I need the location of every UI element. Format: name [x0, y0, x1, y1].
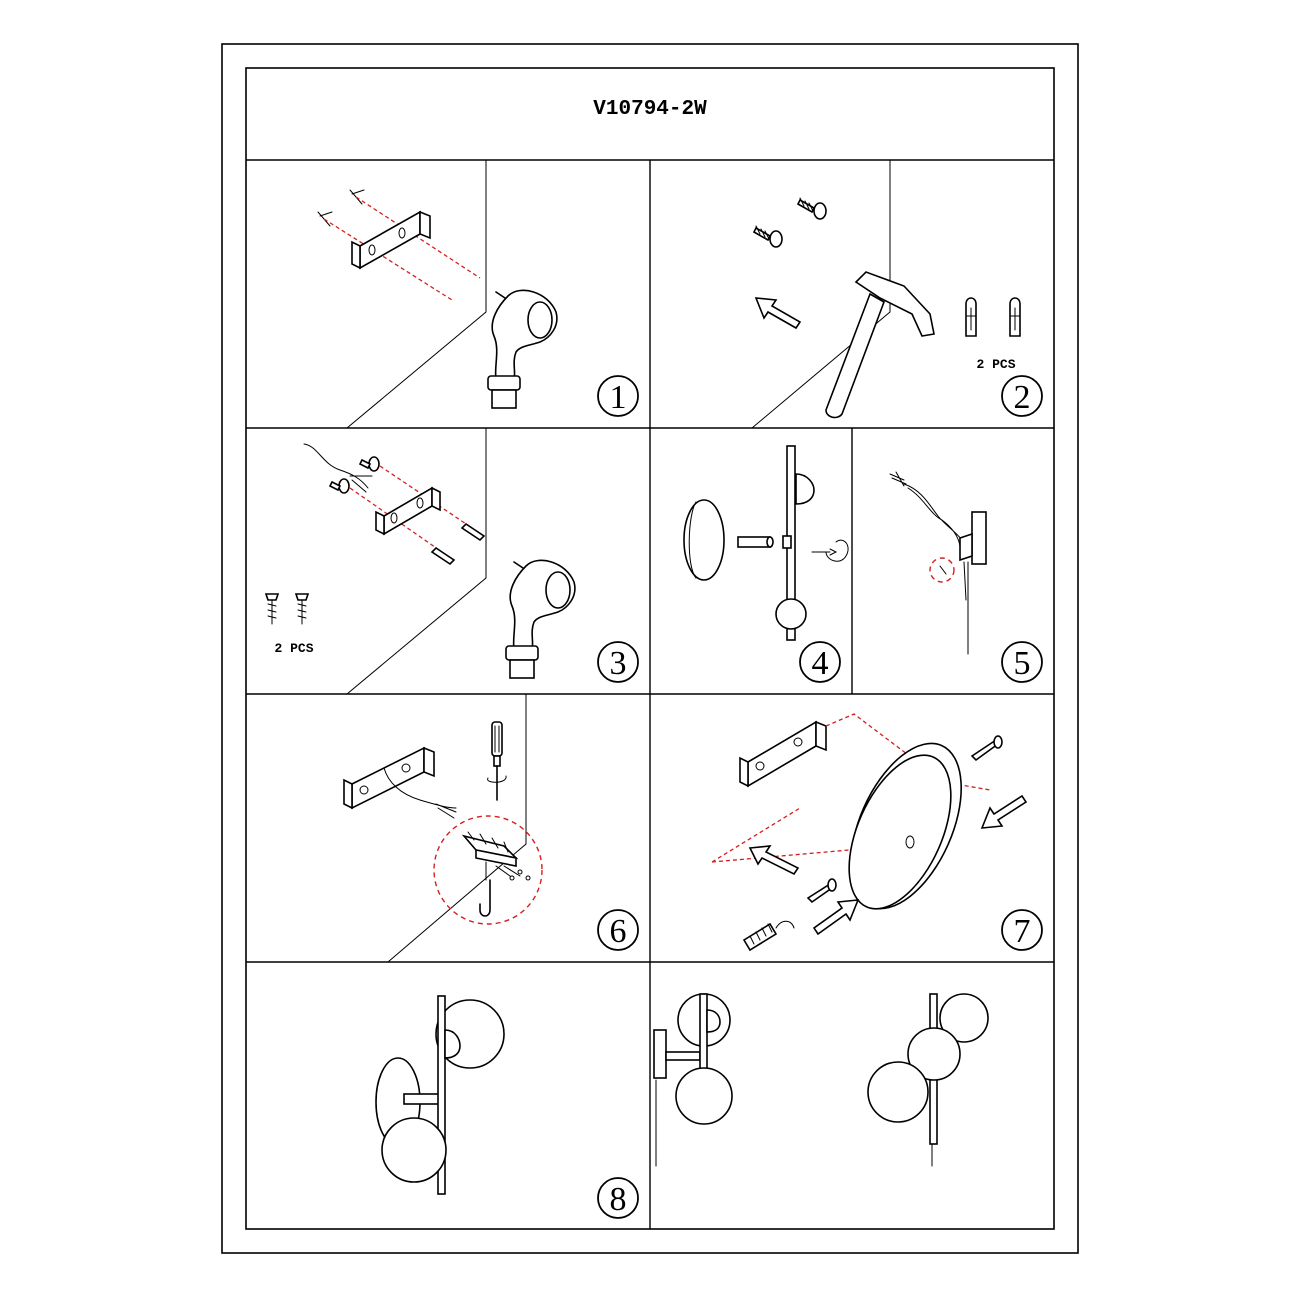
step-number: 8	[610, 1181, 627, 1218]
direction-arrow-icon	[754, 297, 802, 330]
finished-fixture-perspective	[375, 995, 505, 1195]
screw-icon	[752, 225, 783, 248]
step-number: 3	[610, 645, 627, 682]
screw-icon	[328, 478, 350, 494]
step-2-badge: 2	[1001, 375, 1043, 417]
power-wire	[303, 443, 373, 493]
screw-icon	[358, 456, 380, 472]
drill-icon	[487, 289, 558, 409]
step-4-badge: 4	[799, 641, 841, 683]
step-number: 7	[1014, 913, 1031, 950]
direction-arrow-icon	[748, 845, 800, 876]
step-5-badge: 5	[1001, 641, 1043, 683]
wall-plug-icon	[965, 297, 1021, 337]
step-1-panel: 1	[317, 159, 639, 429]
wall-canopy	[683, 499, 725, 581]
wall-corner	[346, 427, 487, 695]
rotate-icon	[811, 539, 849, 562]
wall-anchor-icon	[742, 920, 795, 952]
pull-cord	[939, 561, 969, 655]
globe-holder	[795, 473, 815, 505]
step-8-panel: 8	[375, 993, 989, 1219]
step-4-panel: 4	[683, 445, 849, 683]
alignment-guides	[711, 713, 991, 863]
wall-canopy	[971, 511, 987, 565]
outer-frame	[221, 43, 1079, 1254]
wall-corner	[346, 159, 487, 429]
drill-icon	[505, 559, 576, 679]
step-3-badge: 3	[597, 641, 639, 683]
screw-icon	[796, 197, 827, 220]
mounting-bracket	[343, 746, 435, 810]
step-6-panel: 6	[343, 693, 639, 963]
step-number: 2	[1014, 379, 1031, 416]
step-8-badge: 8	[597, 1177, 639, 1219]
quantity-label: 2 PCS	[976, 357, 1015, 372]
panel-grid	[246, 159, 1054, 1229]
step-number: 4	[812, 645, 829, 682]
screwdriver-icon	[487, 721, 507, 801]
step-7-panel: 7	[711, 713, 1043, 952]
step-7-badge: 7	[1001, 909, 1043, 951]
finished-fixture-front	[867, 993, 989, 1167]
mounting-bracket	[375, 486, 441, 536]
step-1-badge: 1	[597, 375, 639, 417]
wire-ends	[889, 471, 907, 487]
terminal-block	[461, 831, 531, 917]
step-number: 6	[610, 913, 627, 950]
step-number: 1	[610, 379, 627, 416]
screw-icon	[264, 593, 280, 625]
connector-rod	[737, 536, 771, 548]
step-3-panel: 2 PCS 3	[264, 427, 639, 695]
screw-icon	[806, 878, 837, 904]
wall-corner	[751, 159, 891, 429]
wall-canopy	[848, 742, 963, 910]
step-6-badge: 6	[597, 909, 639, 951]
screw-icon	[970, 735, 1003, 762]
guide-line	[323, 218, 453, 301]
wall-anchor-icon	[430, 546, 456, 566]
detail-highlight	[929, 557, 955, 583]
model-title: V10794-2W	[593, 98, 707, 121]
power-wire	[903, 483, 963, 547]
direction-arrow-icon	[980, 794, 1028, 829]
step-5-panel: 5	[889, 471, 1043, 683]
wall-corner	[387, 693, 527, 963]
step-number: 5	[1014, 645, 1031, 682]
power-wire	[383, 767, 457, 819]
guide-line	[379, 465, 473, 529]
quantity-label: 2 PCS	[274, 641, 313, 656]
direction-arrow-icon	[812, 899, 860, 936]
mounting-bracket	[351, 210, 431, 270]
screw-icon	[294, 593, 310, 625]
detail-highlight	[433, 815, 543, 925]
mounting-bracket	[739, 720, 827, 788]
drill-marks	[317, 189, 365, 227]
globe-holder	[775, 598, 807, 630]
finished-fixture-side	[653, 993, 733, 1167]
wall-anchor-icon	[460, 522, 486, 542]
guide-line	[355, 196, 481, 279]
hammer-icon	[825, 271, 935, 419]
step-2-panel: 2 PCS 2	[751, 159, 1043, 429]
